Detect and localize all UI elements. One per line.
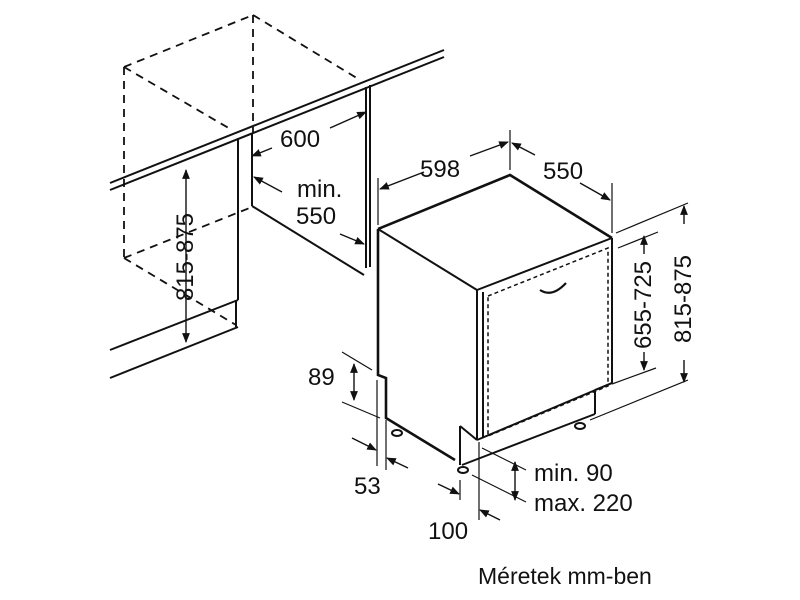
niche-width-label: 600 bbox=[280, 126, 321, 153]
foot-front bbox=[457, 466, 469, 474]
door-panel-dashed bbox=[487, 246, 609, 438]
foot-right bbox=[574, 422, 586, 430]
countertop bbox=[109, 49, 445, 191]
appliance-depth-label: 550 bbox=[543, 158, 584, 185]
appliance-width-label: 598 bbox=[420, 156, 461, 183]
niche-depth-label-min: min. bbox=[297, 176, 343, 203]
plinth-depth-label: 53 bbox=[354, 473, 381, 500]
niche-height-label: 815-875 bbox=[172, 212, 199, 302]
plinth-gap-min-label: min. 90 bbox=[534, 460, 613, 487]
niche bbox=[109, 85, 371, 379]
plinth-gap-max-label: max. 220 bbox=[534, 490, 633, 517]
dimension-arrows-single bbox=[251, 111, 688, 521]
dishwasher-body bbox=[376, 173, 613, 474]
niche-depth-label-value: 550 bbox=[296, 203, 337, 230]
foot-offset-label: 100 bbox=[428, 518, 469, 545]
units-caption: Méretek mm-ben bbox=[478, 563, 652, 589]
door-height-label: 655-725 bbox=[630, 260, 657, 350]
door-handle bbox=[539, 282, 567, 294]
total-height-label: 815-875 bbox=[670, 254, 697, 344]
plinth-height-label: 89 bbox=[308, 364, 335, 391]
foot-left bbox=[391, 429, 403, 437]
upper-cabinet-dashed bbox=[123, 14, 361, 326]
